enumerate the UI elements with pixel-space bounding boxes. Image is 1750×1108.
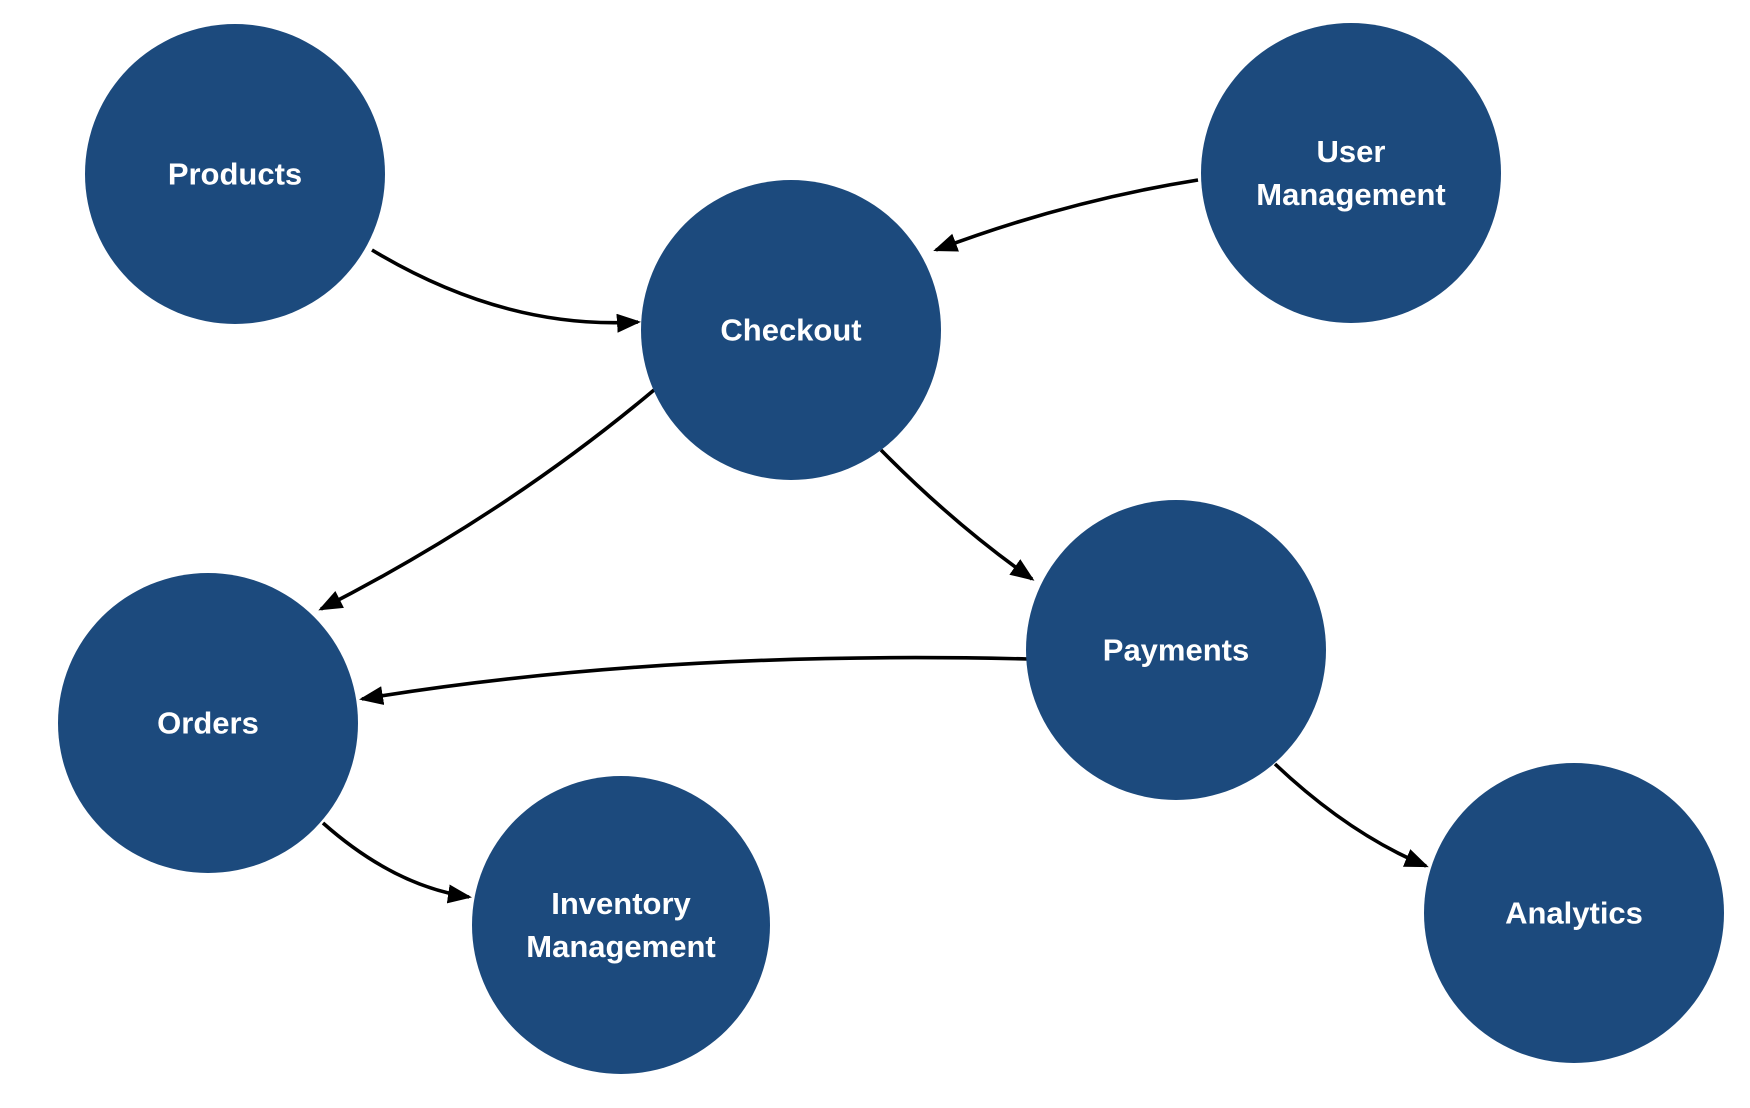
node-analytics[interactable]: Analytics bbox=[1424, 763, 1724, 1063]
node-analytics-circle[interactable] bbox=[1424, 763, 1724, 1063]
edge-checkout-to-orders bbox=[318, 388, 656, 611]
node-checkout-label: Checkout bbox=[720, 313, 861, 348]
node-products[interactable]: Products bbox=[85, 24, 385, 324]
node-payments-label: Payments bbox=[1103, 633, 1249, 668]
edge-user-management-to-checkout bbox=[933, 178, 1199, 252]
node-checkout[interactable]: Checkout bbox=[641, 180, 941, 480]
node-user-management-circle[interactable] bbox=[1201, 23, 1501, 323]
node-analytics-label: Analytics bbox=[1505, 896, 1643, 931]
node-products-label: Products bbox=[168, 157, 302, 192]
edge-products-to-checkout bbox=[371, 248, 641, 333]
node-orders-label: Orders bbox=[157, 706, 259, 741]
edges-layer bbox=[318, 178, 1429, 904]
node-products-circle[interactable] bbox=[85, 24, 385, 324]
edge-orders-to-inventory-management bbox=[321, 821, 472, 904]
node-checkout-circle[interactable] bbox=[641, 180, 941, 480]
edge-checkout-to-payments bbox=[879, 448, 1035, 581]
node-payments[interactable]: Payments bbox=[1026, 500, 1326, 800]
node-orders-circle[interactable] bbox=[58, 573, 358, 873]
edge-payments-to-analytics bbox=[1273, 762, 1429, 868]
node-payments-circle[interactable] bbox=[1026, 500, 1326, 800]
node-inventory-management-circle[interactable] bbox=[472, 776, 770, 1074]
edge-payments-to-orders bbox=[359, 655, 1029, 705]
node-orders[interactable]: Orders bbox=[58, 573, 358, 873]
